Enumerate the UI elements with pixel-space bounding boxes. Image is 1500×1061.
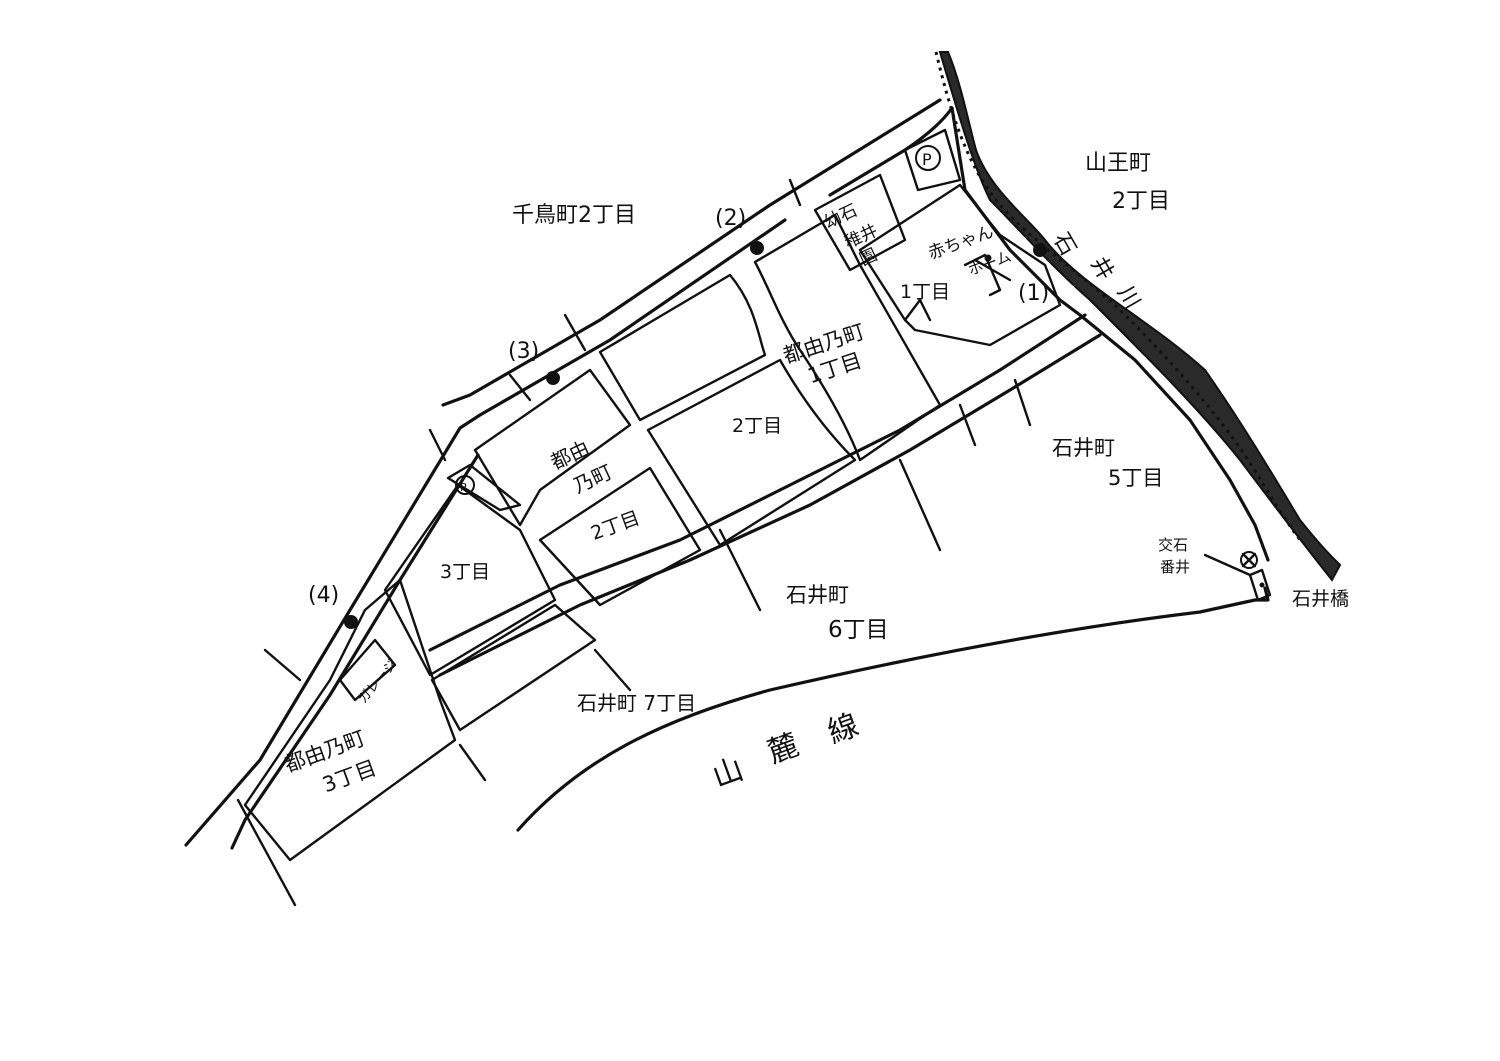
point-1-marker — [1033, 243, 1047, 257]
point-2-label: (2) — [715, 206, 746, 231]
parking-icon — [915, 145, 941, 171]
label-ishii-5-a: 石井町 — [1052, 436, 1115, 460]
label-garage: ガレージ — [356, 657, 401, 706]
label-ishii-5-b: 5丁目 — [1108, 466, 1163, 490]
point-3-marker — [546, 371, 560, 385]
label-ishii-bridge: 石井橋 — [1292, 588, 1349, 610]
label-ishii-6-b: 6丁目 — [828, 617, 889, 643]
point-3-label: (3) — [508, 339, 539, 364]
label-1chome-small: 1丁目 — [900, 281, 950, 303]
point-4-marker — [344, 615, 358, 629]
label-railway-1: 山 — [708, 752, 748, 795]
numbered-points: (1) (2) (3) (4) — [308, 206, 1049, 629]
label-kindergarten-3: 園 — [857, 245, 881, 270]
label-sanno-town: 山王町 — [1085, 151, 1151, 176]
label-2chome-lower: 2丁目 — [588, 507, 643, 545]
label-ishii-7: 石井町 7丁目 — [577, 691, 696, 715]
point-2-marker — [750, 241, 764, 255]
point-1-label: (1) — [1018, 281, 1049, 306]
label-railway-2: 麓 — [763, 728, 803, 771]
label-koban-1: 交石 — [1158, 536, 1188, 554]
parking-small-label: P — [460, 481, 467, 494]
label-river-2: 井 — [1085, 253, 1118, 285]
akachan-home-marker — [984, 254, 992, 262]
label-chidori: 千鳥町2丁目 — [512, 203, 636, 228]
blocks — [236, 128, 1272, 907]
label-koban-2: 番井 — [1160, 558, 1190, 576]
label-sanno-chome: 2丁目 — [1112, 189, 1170, 214]
label-ishii-6-a: 石井町 — [786, 583, 849, 607]
label-akachan-2: ホーム — [966, 247, 1014, 279]
label-3chome: 3丁目 — [440, 561, 490, 583]
parking-label: P — [922, 150, 932, 169]
label-railway-3: 線 — [823, 708, 863, 751]
point-4-label: (4) — [308, 583, 339, 608]
label-2chome-upper: 2丁目 — [732, 415, 782, 437]
ishii-river — [934, 51, 1342, 582]
